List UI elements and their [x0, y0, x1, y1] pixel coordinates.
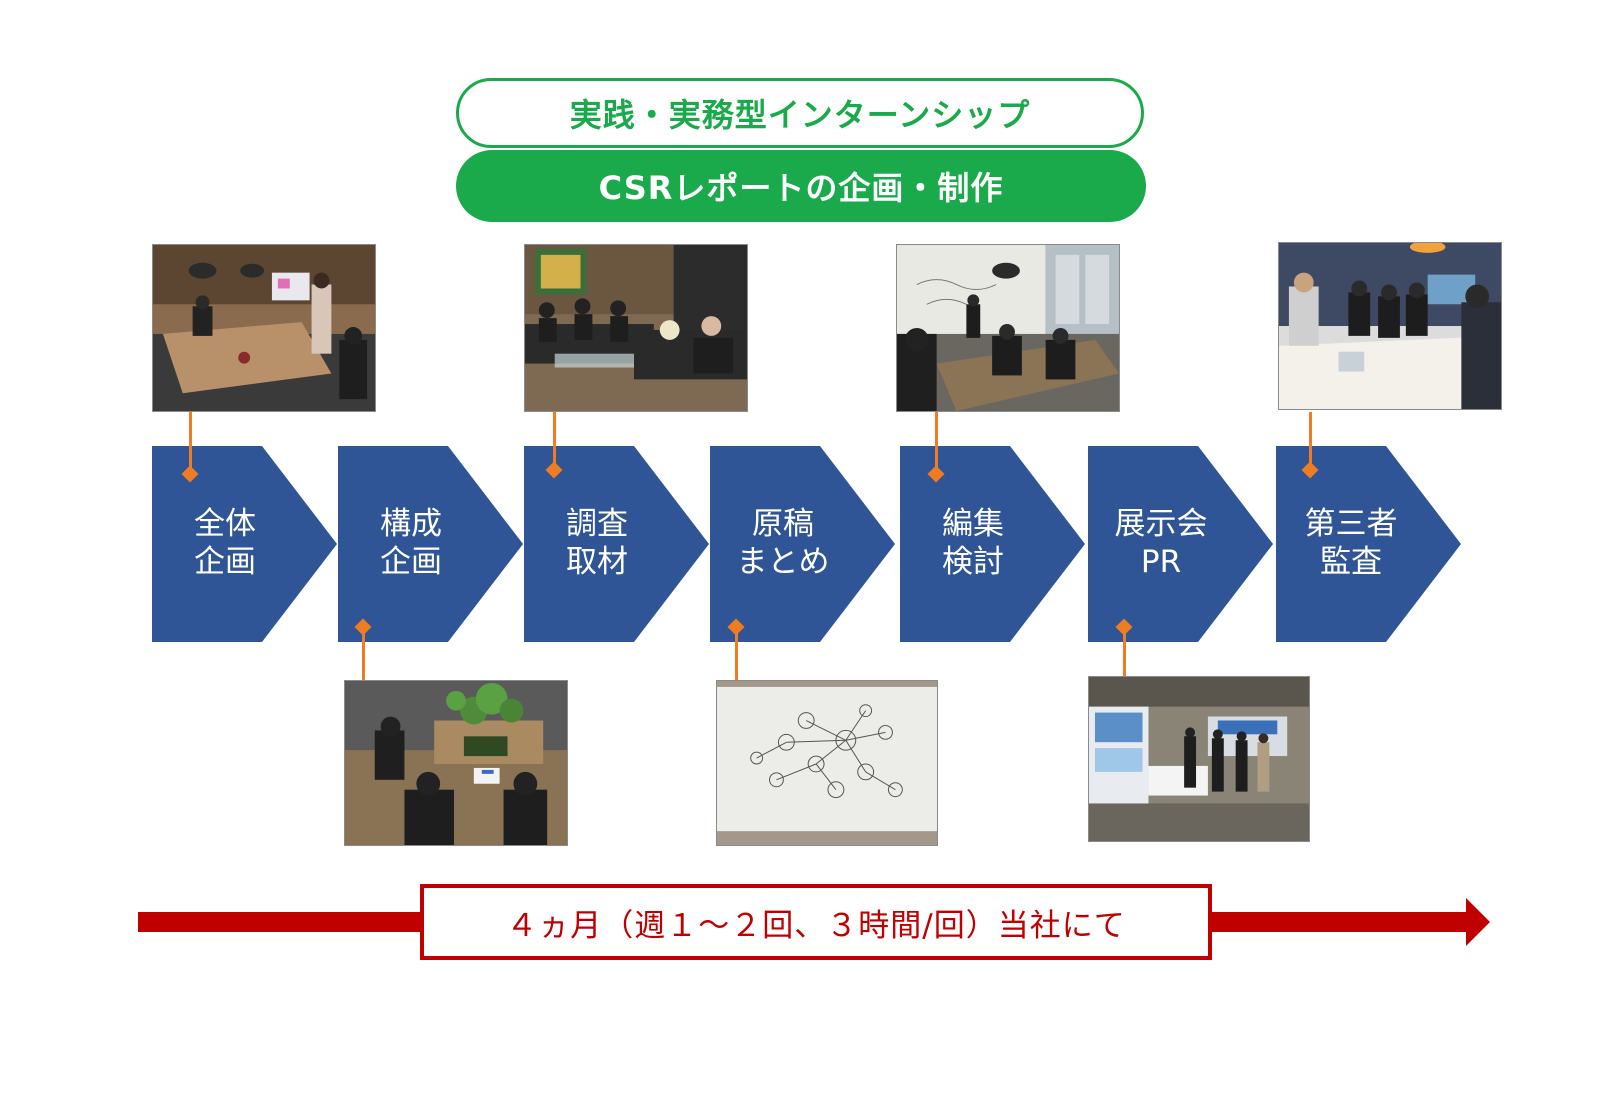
program-title-text: CSRレポートの企画・制作: [598, 169, 1004, 207]
program-type-text: 実践・実務型インターンシップ: [569, 96, 1031, 134]
step-5-line1: 編集: [942, 506, 1004, 542]
step-1-label: 全体 企画: [150, 505, 300, 581]
step-5-line2: 検討: [942, 544, 1004, 580]
step-3-line1: 調査: [566, 506, 628, 542]
step-chevron-4: [710, 446, 895, 642]
program-title-pill: CSRレポートの企画・制作: [456, 150, 1146, 222]
step-2-line2: 企画: [380, 544, 442, 580]
step-2-line1: 構成: [380, 506, 442, 542]
connector-5: [935, 412, 938, 472]
photo-meeting-room-planning: [152, 244, 376, 412]
step-chevron-7: [1276, 446, 1461, 642]
step-2-label: 構成 企画: [336, 505, 486, 581]
step-7-line2: 監査: [1320, 544, 1382, 580]
connector-1: [189, 412, 192, 472]
photo-group-discussion-table: [344, 680, 568, 846]
step-6-label: 展示会 PR: [1086, 505, 1236, 581]
step-chevron-3: [524, 446, 709, 642]
step-chevron-2: [338, 446, 523, 642]
step-7-label: 第三者 監査: [1276, 505, 1426, 581]
photo-whiteboard-mindmap: [716, 680, 938, 846]
step-6-line1: 展示会: [1114, 506, 1208, 542]
timeline-duration-box: ４ヵ月（週１～２回、３時間/回）当社にて: [420, 884, 1212, 960]
timeline-arrow-head: [1466, 898, 1490, 946]
timeline-duration-text: ４ヵ月（週１～２回、３時間/回）当社にて: [506, 907, 1126, 944]
step-4-line2: まとめ: [736, 544, 830, 580]
connector-2: [362, 628, 365, 680]
connector-3: [553, 412, 556, 468]
step-3-label: 調査 取材: [522, 505, 672, 581]
step-1-line2: 企画: [194, 544, 256, 580]
step-chevron-5: [900, 446, 1085, 642]
step-4-line1: 原稿: [752, 506, 814, 542]
step-3-line2: 取材: [566, 544, 628, 580]
step-chevron-6: [1088, 446, 1273, 642]
program-type-pill: 実践・実務型インターンシップ: [456, 78, 1144, 148]
photo-interview-sofa: [524, 244, 748, 412]
connector-7: [1309, 412, 1312, 468]
step-1-line1: 全体: [194, 506, 256, 542]
step-5-label: 編集 検討: [898, 505, 1048, 581]
step-4-label: 原稿 まとめ: [708, 505, 858, 581]
step-chevron-1: [152, 446, 337, 642]
photo-exhibition-booth: [1088, 676, 1310, 842]
step-6-line2: PR: [1140, 544, 1182, 580]
step-7-line1: 第三者: [1304, 506, 1398, 542]
connector-4: [735, 628, 738, 680]
connector-6: [1123, 628, 1126, 676]
photo-audit-meeting: [1278, 242, 1502, 410]
photo-editing-meeting: [896, 244, 1120, 412]
